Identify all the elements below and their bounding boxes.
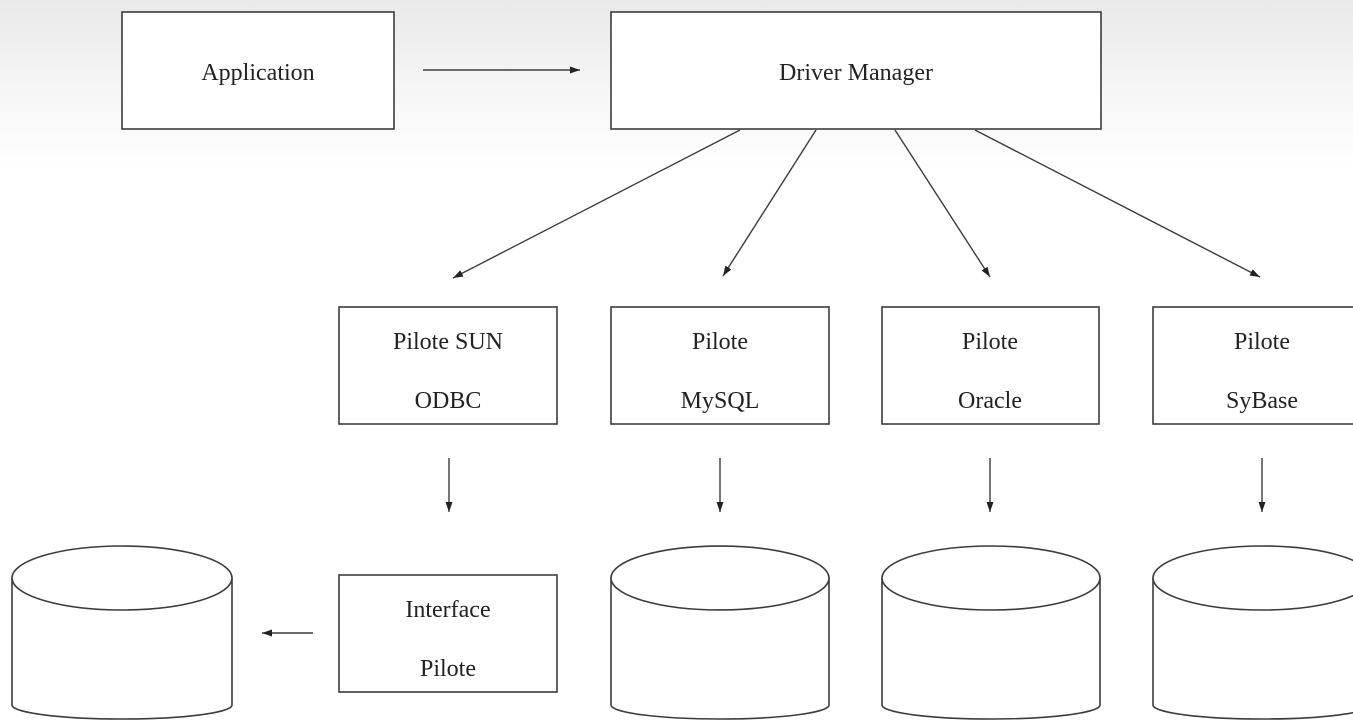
pilote-sun-odbc-label-line1: Pilote SUN — [393, 329, 503, 355]
interface-pilote-node: Interface Pilote — [338, 574, 558, 693]
driver-manager-node: Driver Manager — [610, 11, 1102, 130]
edge-driver-manager-to-pilote-sybase — [974, 129, 1261, 278]
edges — [262, 66, 1266, 637]
edge-driver-manager-to-pilote-oracle — [894, 129, 991, 278]
sybase-database-icon — [1152, 545, 1353, 720]
interface-pilote-label-line1: Interface — [405, 597, 490, 623]
pilote-sun-odbc-label-line2: ODBC — [415, 388, 482, 414]
mysql-database-icon — [610, 545, 830, 720]
pilote-mysql-label-line2: MySQL — [681, 388, 760, 414]
pilote-sybase-label-line2: SyBase — [1226, 388, 1298, 414]
edge-driver-manager-to-pilote-odbc — [452, 129, 741, 279]
pilote-sybase-label-line1: Pilote — [1234, 329, 1290, 355]
odbc-database-icon — [11, 545, 233, 720]
pilote-oracle-node: Pilote Oracle — [881, 306, 1100, 425]
pilote-sun-odbc-node: Pilote SUN ODBC — [338, 306, 558, 425]
pilote-mysql-node: Pilote MySQL — [610, 306, 830, 425]
interface-pilote-label-line2: Pilote — [420, 656, 476, 682]
pilote-oracle-label-line2: Oracle — [958, 388, 1022, 414]
application-label: Application — [201, 60, 314, 86]
pilote-oracle-label-line1: Pilote — [962, 329, 1018, 355]
application-node: Application — [121, 11, 395, 130]
pilote-sybase-node: Pilote SyBase — [1152, 306, 1353, 425]
pilote-mysql-label-line1: Pilote — [692, 329, 748, 355]
oracle-database-icon — [881, 545, 1101, 720]
edge-driver-manager-to-pilote-mysql — [722, 129, 817, 277]
driver-manager-label: Driver Manager — [779, 60, 933, 86]
